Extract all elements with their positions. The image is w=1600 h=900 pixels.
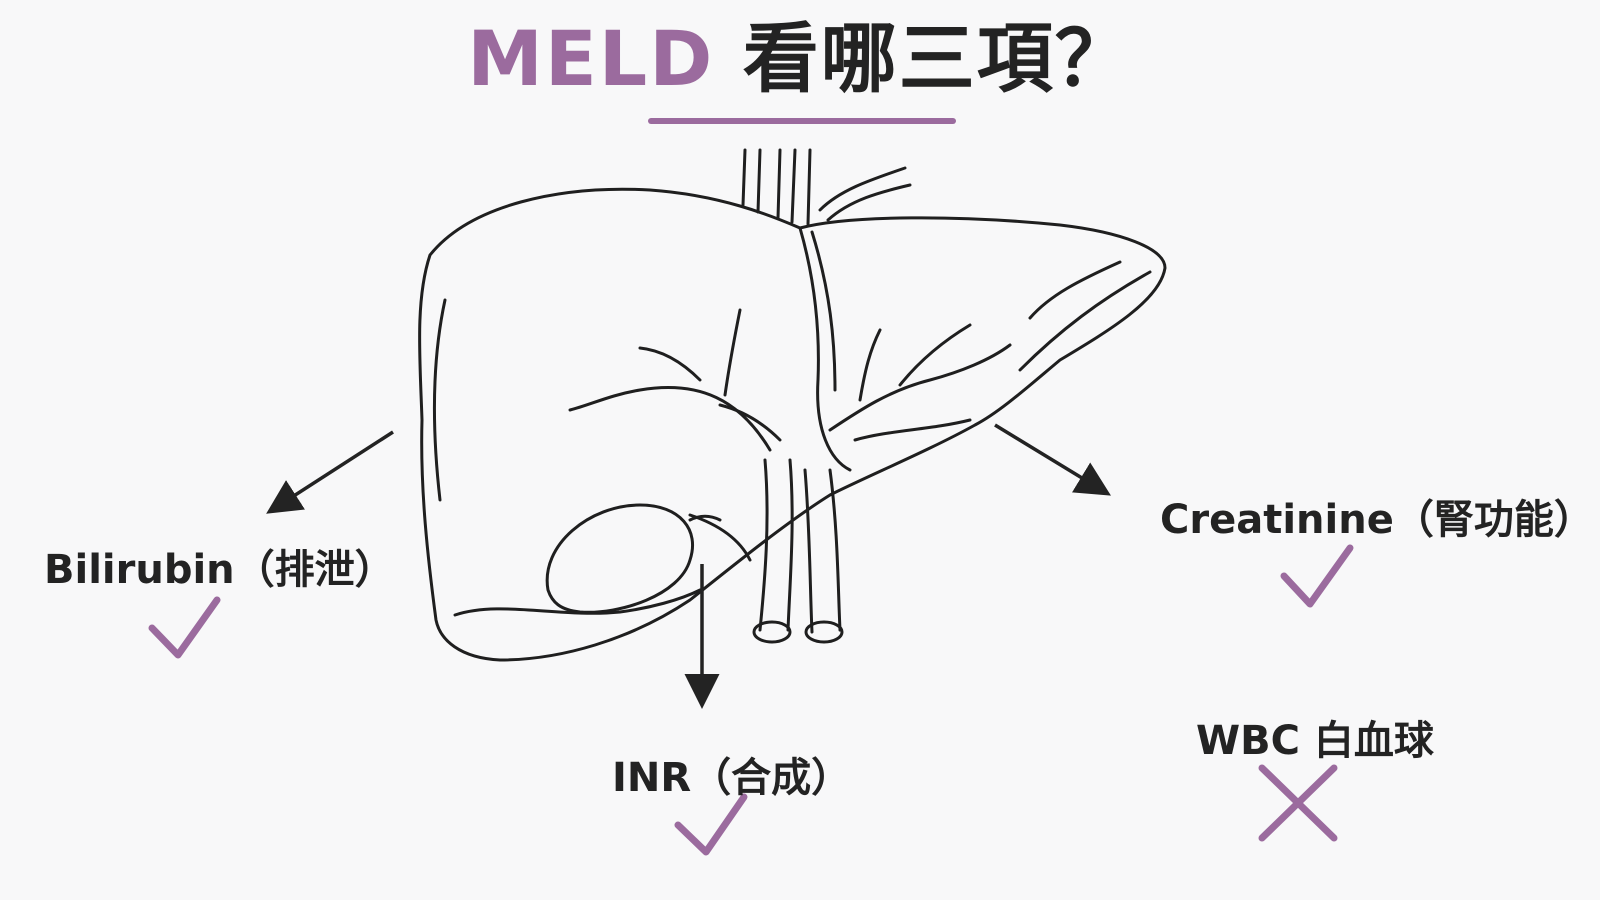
label-bilirubin: Bilirubin（排泄） (44, 547, 395, 593)
checkmark-icon (148, 596, 221, 659)
title-accent: MELD (467, 14, 715, 103)
arrow-to-bilirubin (266, 430, 394, 514)
label-creatinine: Creatinine（腎功能） (1160, 497, 1594, 543)
title-underline (648, 118, 956, 124)
label-wbc: WBC 白血球 (1196, 718, 1434, 764)
label-inr: INR（合成） (612, 755, 852, 801)
cross-icon (1258, 764, 1338, 842)
page-title: MELD 看哪三項？ (0, 14, 1600, 104)
arrows (266, 423, 1111, 709)
checkmark-icon (674, 793, 748, 856)
title-rest: 看哪三項？ (714, 14, 1133, 103)
checkmark-icon (1280, 544, 1354, 608)
liver-illustration (418, 148, 1167, 662)
arrow-to-creatinine (994, 423, 1111, 496)
